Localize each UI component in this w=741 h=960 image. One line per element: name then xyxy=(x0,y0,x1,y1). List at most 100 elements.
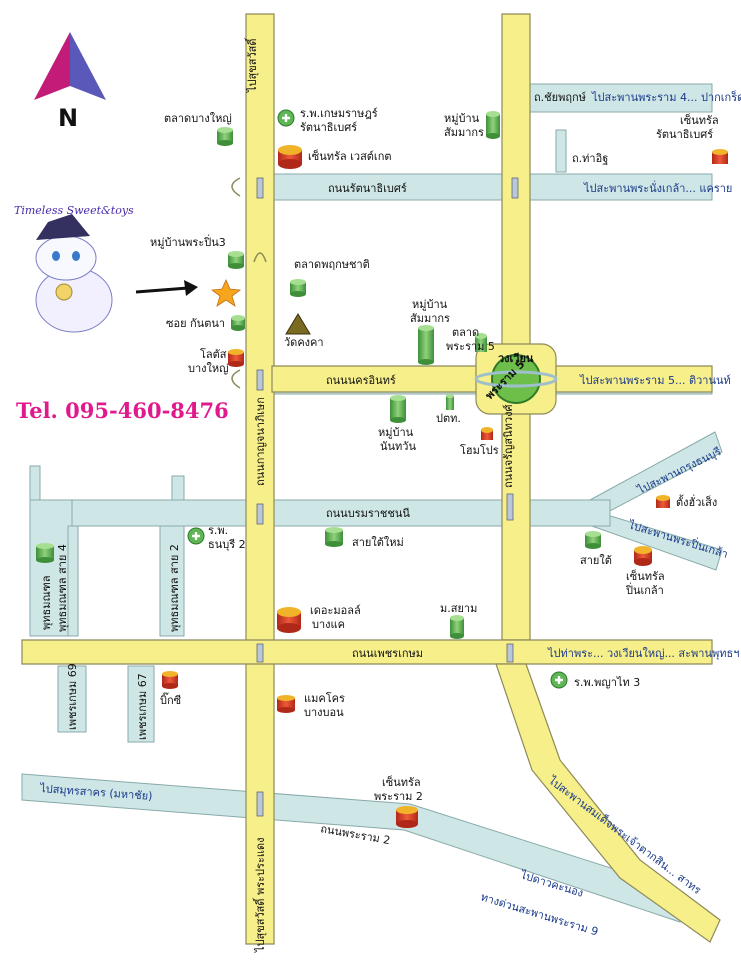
label-kasemrad-1: ร.พ.เกษมราษฎร์ xyxy=(300,107,378,120)
road-label-soi4: พุทธมณฑล สาย 4 xyxy=(56,544,69,632)
road-label-nakhon-in: ถนนนครอินทร์ xyxy=(326,374,396,387)
marker-rama5-market xyxy=(475,333,487,352)
marker-sammakorn-top xyxy=(486,111,500,139)
label-central-rama2-1: เซ็นทรัล xyxy=(382,775,421,789)
label-ptt: ปตท. xyxy=(436,412,461,425)
label-homepro: โฮมโปร xyxy=(460,443,499,457)
label-central-pinklao-1: เซ็นทรัล xyxy=(626,569,665,583)
marker-central-westgate xyxy=(278,145,302,169)
marker-central-rama2 xyxy=(396,806,418,828)
road-label-ratchaburana: ถนนรัตนาธิเบศร์ xyxy=(328,182,407,195)
dir-rama4: ไปสะพานพระราม 4... ปากเกร็ด xyxy=(591,90,741,104)
road-label-tha-it: ถ.ท่าอิฐ xyxy=(572,152,608,165)
road-kanchanaphisek xyxy=(245,13,275,945)
label-the-mall-1: เดอะมอลล์ xyxy=(310,604,361,617)
label-kasemrad-2: รัตนาธิเบศร์ xyxy=(300,121,357,134)
marker-big-c xyxy=(162,671,178,689)
phone-number: Tel. 095-460-8476 xyxy=(16,398,229,423)
road-label-phetkasem: ถนนเพชรเกษม xyxy=(352,647,423,660)
label-tang-hua-seng: ตั้งฮั่วเส็ง xyxy=(676,494,717,509)
arrow-to-shop xyxy=(135,280,198,296)
label-central-rattana-2: รัตนาธิเบศร์ xyxy=(656,128,713,141)
marker-nanthawan xyxy=(390,395,406,423)
marker-homepro xyxy=(481,427,493,440)
label-soi-kanthana: ซอย กันตนา xyxy=(166,317,225,330)
road-soi-2 xyxy=(159,525,185,637)
marker-ptt xyxy=(446,394,454,410)
road-taksin xyxy=(495,663,721,943)
hospital-phyathai3 xyxy=(550,671,568,689)
dir-tha-phra: ไปท่าพระ... วงเวียนใหญ่... สะพานพุทธฯ xyxy=(547,647,739,660)
label-phyathai3: ร.พ.พญาไท 3 xyxy=(574,676,640,689)
road-label-phetkasem67: เพชรเกษม 67 xyxy=(136,673,149,740)
hospital-kasemrad xyxy=(277,109,295,127)
road-tha-it xyxy=(555,129,567,173)
north-label: N xyxy=(58,104,79,132)
marker-lotus xyxy=(228,349,244,367)
label-nanthawan-2: นันทวัน xyxy=(380,440,416,453)
marker-soi-kanthana xyxy=(231,315,245,331)
hospital-thonburi2 xyxy=(187,527,205,545)
road-label-charan: ถนนจรัญสนิทวงศ์ xyxy=(502,405,515,488)
road-label-soi2: พุทธมณฑล สาย 2 xyxy=(168,544,181,632)
marker-central-pinklao xyxy=(634,546,652,566)
label-sammakorn-top-1: หมู่บ้าน xyxy=(444,112,480,125)
label-lotus-1: โลตัส xyxy=(200,347,227,361)
road-rama2 xyxy=(21,773,681,923)
marker-sai-tai-mai xyxy=(325,527,343,547)
label-central-westgate: เซ็นทรัล เวสต์เกต xyxy=(308,149,392,163)
label-thonburi2-2: ธนบุรี 2 xyxy=(208,538,246,551)
label-makro-1: แมคโคร xyxy=(304,691,345,705)
rama5-circle xyxy=(474,343,558,415)
label-makro-2: บางบอน xyxy=(304,706,344,719)
road-phetkasem-67 xyxy=(127,665,155,743)
north-compass xyxy=(34,32,106,100)
marker-makro xyxy=(277,695,295,713)
marker-the-mall xyxy=(277,607,301,633)
label-rama5-market-2: พระราม 5 xyxy=(446,340,495,353)
road-label-suksawat-top: ไปสุขสวัสดิ์ xyxy=(244,37,259,93)
dir-rama5: ไปสะพานพระราม 5... ติวานนท์ xyxy=(579,374,731,387)
marker-sai-tai xyxy=(585,531,601,549)
label-central-pinklao-2: ปิ่นเกล้า xyxy=(625,582,664,597)
label-pruksa-village: หมู่บ้านพระปิ่น3 xyxy=(150,234,226,249)
road-western-stub xyxy=(29,465,41,501)
cat-mascot-logo xyxy=(35,214,113,333)
road-label-chaiyaphruek: ถ.ชัยพฤกษ์ xyxy=(534,91,586,104)
road-phetkasem-69 xyxy=(57,665,87,733)
main-roads xyxy=(21,13,721,945)
label-wat-khongkha: วัดคงคา xyxy=(284,336,324,349)
label-the-mall-2: บางแค xyxy=(312,618,345,631)
marker-m-siam xyxy=(450,615,464,639)
marker-central-rattana xyxy=(712,149,728,164)
road-label-suksawat: ไปสุขสวัสดิ์ พระประแดง xyxy=(252,838,267,953)
secondary-roads xyxy=(21,83,723,923)
marker-tang-hua-seng xyxy=(656,495,670,508)
label-sammakorn-mid-1: หมู่บ้าน xyxy=(412,298,448,311)
marker-sammakorn-mid xyxy=(418,325,434,365)
label-rama5-market-1: ตลาด xyxy=(452,326,479,339)
shop-star-icon xyxy=(210,279,242,307)
label-m-siam: ม.สยาม xyxy=(440,602,477,615)
dir-nonthaburi: ไปสะพานพระนั่งเกล้า... แคราย xyxy=(583,180,732,195)
road-charan xyxy=(501,13,531,641)
marker-phutthamonthon xyxy=(36,543,54,563)
u-turns xyxy=(231,177,267,389)
road-label-borom: ถนนบรมราชชนนี xyxy=(326,507,410,520)
label-nanthawan-1: หมู่บ้าน xyxy=(378,426,414,439)
markers xyxy=(36,109,728,828)
road-label-kanchanaphisek: ถนนกาญจนาภิเษก xyxy=(254,397,267,486)
marker-pruksa-village xyxy=(228,251,244,269)
label-phutthamonthon: พุทธมณฑล xyxy=(40,575,53,630)
marker-bangyai-market xyxy=(217,127,233,146)
label-lotus-2: บางใหญ่ xyxy=(188,362,229,375)
road-soi-4 xyxy=(67,525,79,637)
circle-label-1: วงเวียน xyxy=(498,352,534,365)
label-central-rattana-1: เซ็นทรัล xyxy=(680,113,719,127)
label-sai-tai: สายใต้ xyxy=(580,554,612,567)
overpasses xyxy=(256,177,519,817)
label-central-rama2-2: พระราม 2 xyxy=(374,790,423,803)
place-labels: ตลาดบางใหญ่ ร.พ.เกษมราษฎร์ รัตนาธิเบศร์ … xyxy=(40,107,719,803)
label-sammakorn-mid-2: สัมมากร xyxy=(410,312,450,325)
